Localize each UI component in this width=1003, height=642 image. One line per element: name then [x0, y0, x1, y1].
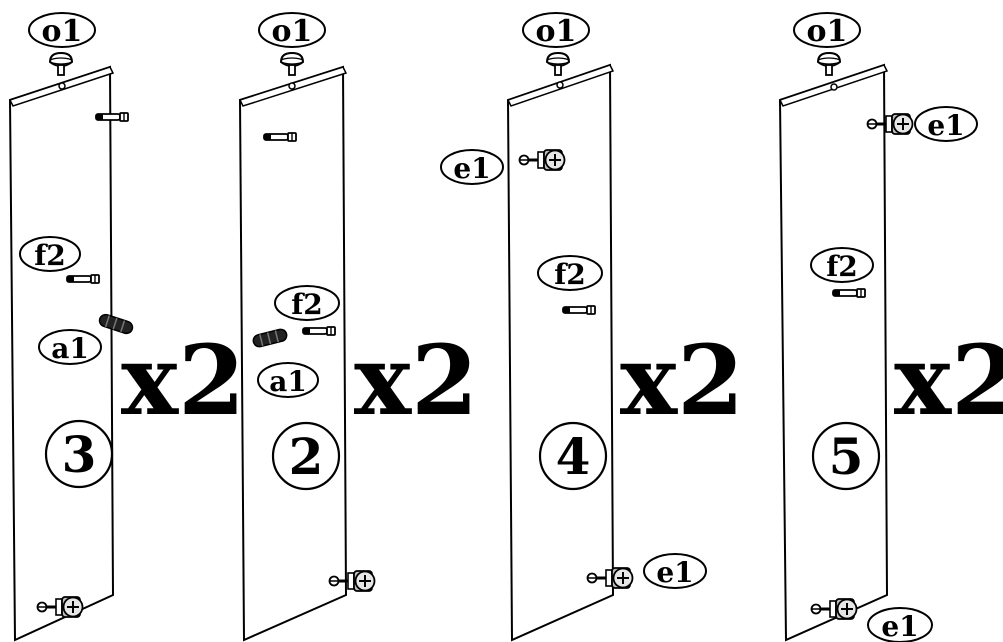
- pin-icon: [302, 326, 336, 336]
- panel-2: o1 f2 a1 2: [238, 12, 376, 642]
- part-label-a1: a1: [51, 332, 89, 365]
- part-label-o1: o1: [272, 14, 313, 49]
- panel-number: 3: [62, 425, 97, 484]
- part-label-f2: f2: [826, 250, 858, 283]
- part-label-o1: o1: [807, 14, 848, 49]
- part-label-e1: e1: [927, 109, 964, 142]
- pin-icon: [562, 305, 596, 315]
- part-label-o1: o1: [536, 14, 577, 49]
- part-label-f2: f2: [291, 288, 323, 321]
- panel-number: 4: [556, 427, 591, 486]
- part-label-f2: f2: [34, 239, 66, 272]
- panel-3: o1 e1 f2 4 e1: [440, 12, 707, 642]
- panel-4: o1 e1 f2 5 e1: [778, 12, 978, 642]
- cap-screw-icon: [546, 52, 570, 76]
- quantity-multiplier: x2: [121, 324, 245, 437]
- pin-icon: [263, 132, 297, 142]
- panel-number: 2: [289, 427, 324, 486]
- pin-icon: [95, 112, 129, 122]
- part-label-a1: a1: [269, 365, 307, 398]
- part-label-e1: e1: [453, 152, 490, 185]
- pin-icon: [66, 274, 100, 284]
- quantity-multiplier: x2: [620, 324, 744, 437]
- part-label-e1: e1: [881, 610, 918, 642]
- part-label-o1: o1: [42, 14, 83, 49]
- cap-screw-icon: [49, 52, 73, 76]
- part-label-e1: e1: [656, 556, 693, 589]
- panel-1: o1 f2 a1 3: [8, 12, 135, 642]
- cap-screw-icon: [280, 52, 304, 76]
- part-label-f2: f2: [554, 258, 586, 291]
- panel-number: 5: [829, 427, 864, 486]
- label-bubble: [28, 12, 96, 48]
- quantity-multiplier: x2: [894, 324, 1003, 437]
- quantity-multiplier: x2: [354, 324, 478, 437]
- cap-screw-icon: [817, 52, 841, 76]
- pin-icon: [832, 288, 866, 298]
